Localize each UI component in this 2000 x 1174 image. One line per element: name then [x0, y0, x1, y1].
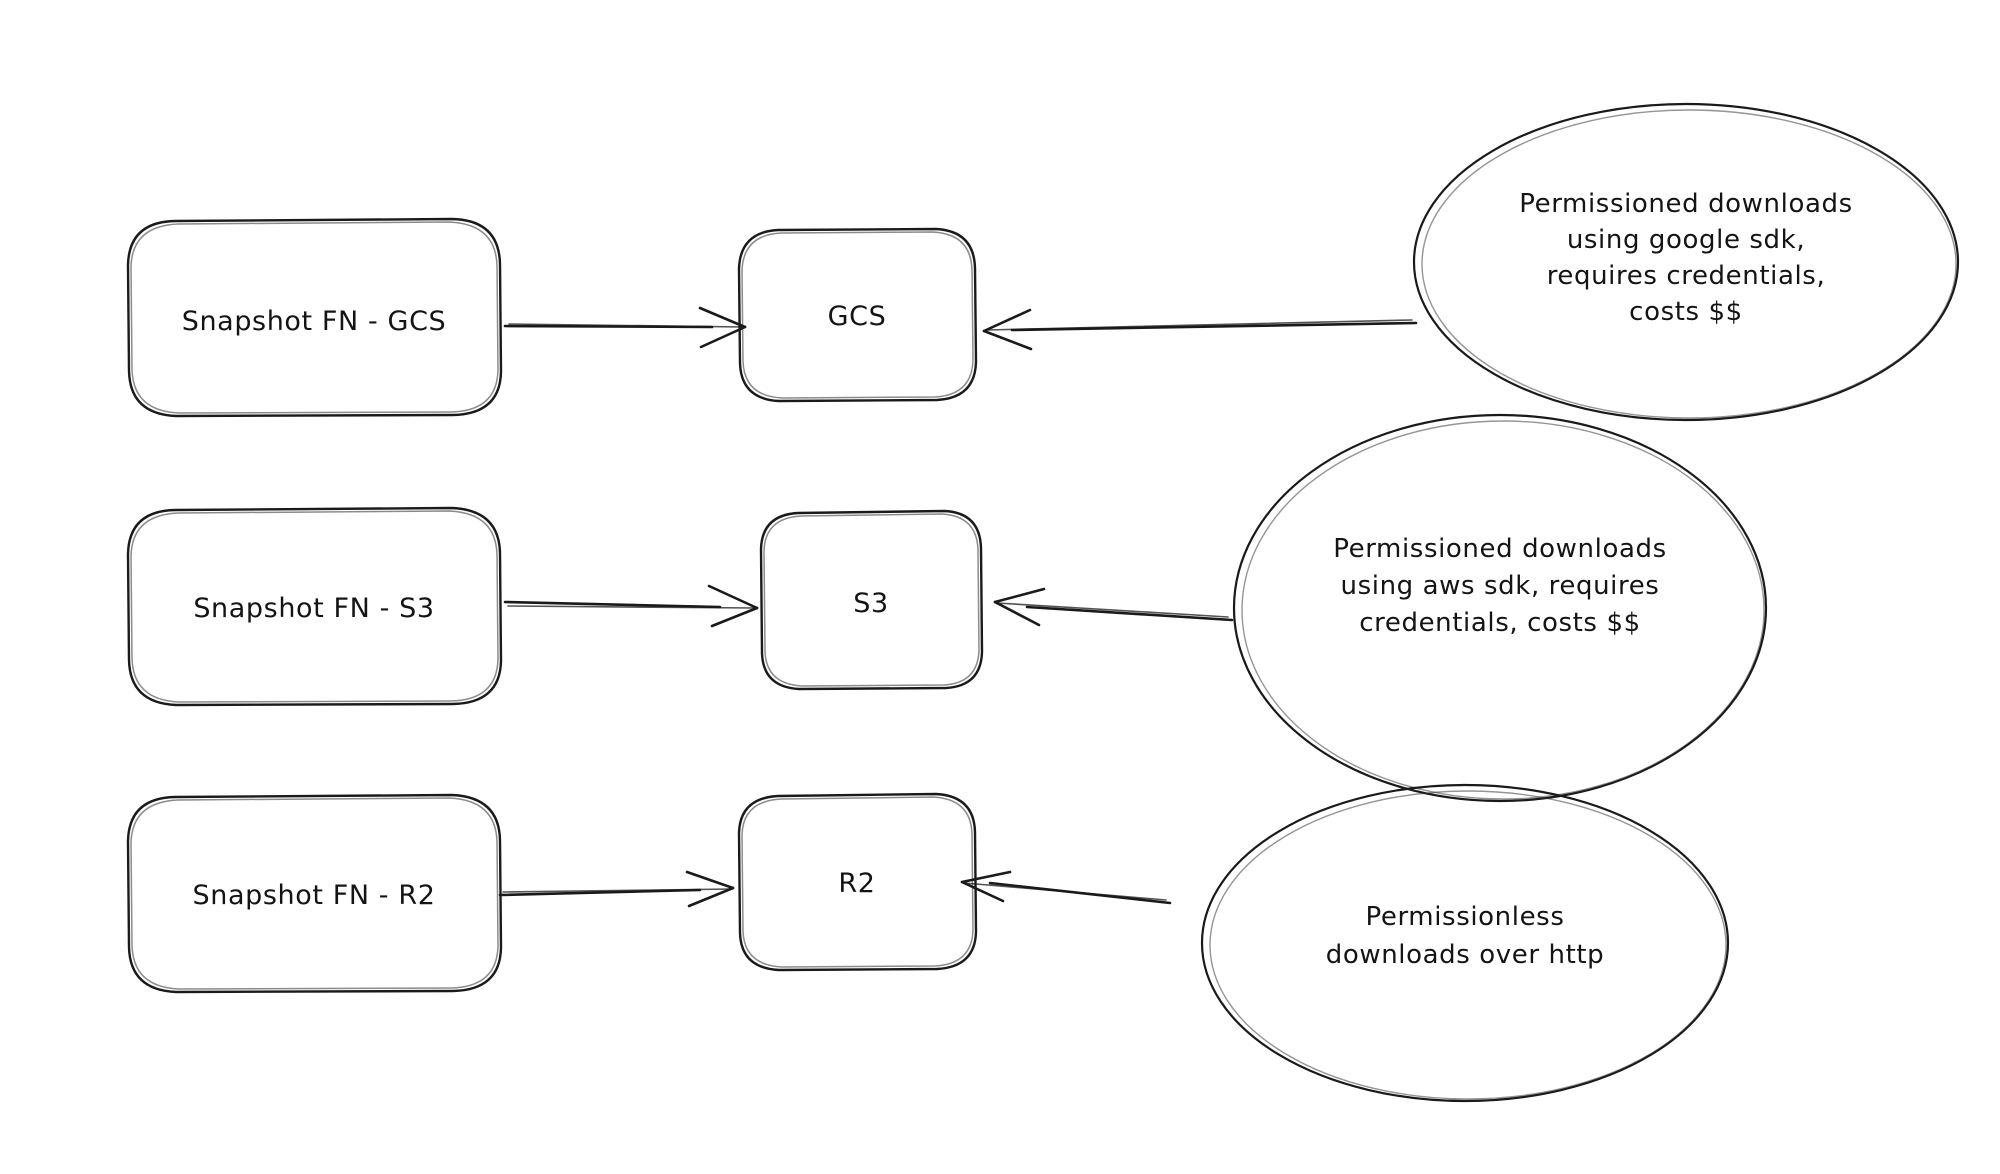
- row-s3: Snapshot FN - S3 S3: [126, 413, 1768, 803]
- annotation-s3-line-1: Permissioned downloads: [1333, 534, 1666, 564]
- node-label-snapshot-fn-r2: Snapshot FN - R2: [193, 880, 436, 911]
- annotation-r2[interactable]: Permissionless downloads over http: [1200, 783, 1730, 1103]
- edge-snapshot-fn-r2-to-r2: [498, 870, 735, 908]
- annotation-gcs-line-4: costs $$: [1629, 297, 1743, 327]
- annotation-s3-line-2: using aws sdk, requires: [1341, 571, 1660, 601]
- annotation-gcs-line-1: Permissioned downloads: [1519, 189, 1852, 219]
- edge-note-r2-to-r2: [960, 870, 1172, 905]
- annotation-s3-text: Permissioned downloads using aws sdk, re…: [1333, 534, 1666, 638]
- edge-snapshot-fn-s3-to-s3: [503, 584, 759, 628]
- annotation-s3[interactable]: Permissioned downloads using aws sdk, re…: [1232, 413, 1768, 803]
- annotation-gcs-line-3: requires credentials,: [1547, 261, 1826, 291]
- node-label-snapshot-fn-s3: Snapshot FN - S3: [193, 593, 434, 624]
- edge-note-s3-to-s3: [993, 587, 1234, 627]
- node-label-r2: R2: [838, 868, 875, 899]
- annotation-gcs-text: Permissioned downloads using google sdk,…: [1519, 189, 1852, 327]
- node-snapshot-fn-gcs[interactable]: Snapshot FN - GCS: [126, 217, 503, 418]
- node-label-snapshot-fn-gcs: Snapshot FN - GCS: [182, 306, 447, 337]
- row-gcs: Snapshot FN - GCS GCS: [126, 102, 1960, 422]
- annotation-gcs-line-2: using google sdk,: [1567, 225, 1805, 255]
- node-r2[interactable]: R2: [737, 792, 978, 972]
- node-snapshot-fn-r2[interactable]: Snapshot FN - R2: [126, 793, 503, 994]
- edge-snapshot-fn-gcs-to-gcs: [503, 306, 747, 349]
- annotation-r2-line-1: Permissionless: [1366, 902, 1565, 932]
- annotation-r2-text: Permissionless downloads over http: [1326, 902, 1605, 970]
- node-s3[interactable]: S3: [759, 509, 984, 691]
- node-label-s3: S3: [853, 588, 889, 619]
- node-snapshot-fn-s3[interactable]: Snapshot FN - S3: [126, 506, 503, 707]
- node-gcs[interactable]: GCS: [737, 227, 978, 403]
- edge-note-gcs-to-gcs: [982, 308, 1418, 351]
- annotation-r2-line-2: downloads over http: [1326, 940, 1605, 970]
- annotation-gcs[interactable]: Permissioned downloads using google sdk,…: [1412, 102, 1960, 422]
- node-label-gcs: GCS: [828, 301, 887, 332]
- annotation-s3-line-3: credentials, costs $$: [1359, 608, 1640, 638]
- row-r2: Snapshot FN - R2 R2: [126, 783, 1730, 1103]
